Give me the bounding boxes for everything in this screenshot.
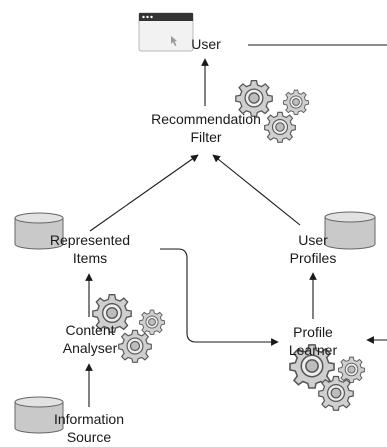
- information-source-line1: Information: [53, 411, 125, 427]
- content-analyser-line1: Content: [65, 322, 115, 338]
- edge-items-to-filter: [89, 154, 199, 232]
- profile-learner-label: Profile Learner: [268, 323, 358, 359]
- database-icon: [14, 212, 64, 250]
- recommendation-filter-line2: Filter: [190, 129, 222, 145]
- browser-window-icon: [138, 12, 194, 52]
- edge-user-to-learner: [248, 44, 387, 340]
- recommendation-filter-line1: Recommendation: [151, 111, 261, 127]
- user-profiles-label: User Profiles: [268, 231, 358, 267]
- edge-profiles-to-filter: [212, 154, 301, 226]
- information-source-line2: Source: [66, 429, 112, 445]
- user-profiles-line1: User: [298, 232, 328, 248]
- content-analyser-line2: Analyser: [62, 340, 118, 356]
- edge-items-to-learner: [160, 248, 279, 346]
- database-icon: [324, 211, 376, 250]
- information-source-label: Information Source: [36, 410, 142, 446]
- profile-learner-line1: Profile: [293, 324, 333, 340]
- represented-items-line2: Items: [72, 250, 108, 266]
- represented-items-label: Represented Items: [34, 231, 146, 267]
- database-icon: [14, 396, 64, 434]
- user-node-label: User: [191, 36, 221, 52]
- represented-items-line1: Represented: [49, 232, 131, 248]
- user-profiles-line2: Profiles: [289, 250, 337, 266]
- profile-learner-line2: Learner: [288, 342, 338, 358]
- content-analyser-label: Content Analyser: [40, 321, 140, 357]
- recommendation-filter-label: Recommendation Filter: [133, 110, 279, 146]
